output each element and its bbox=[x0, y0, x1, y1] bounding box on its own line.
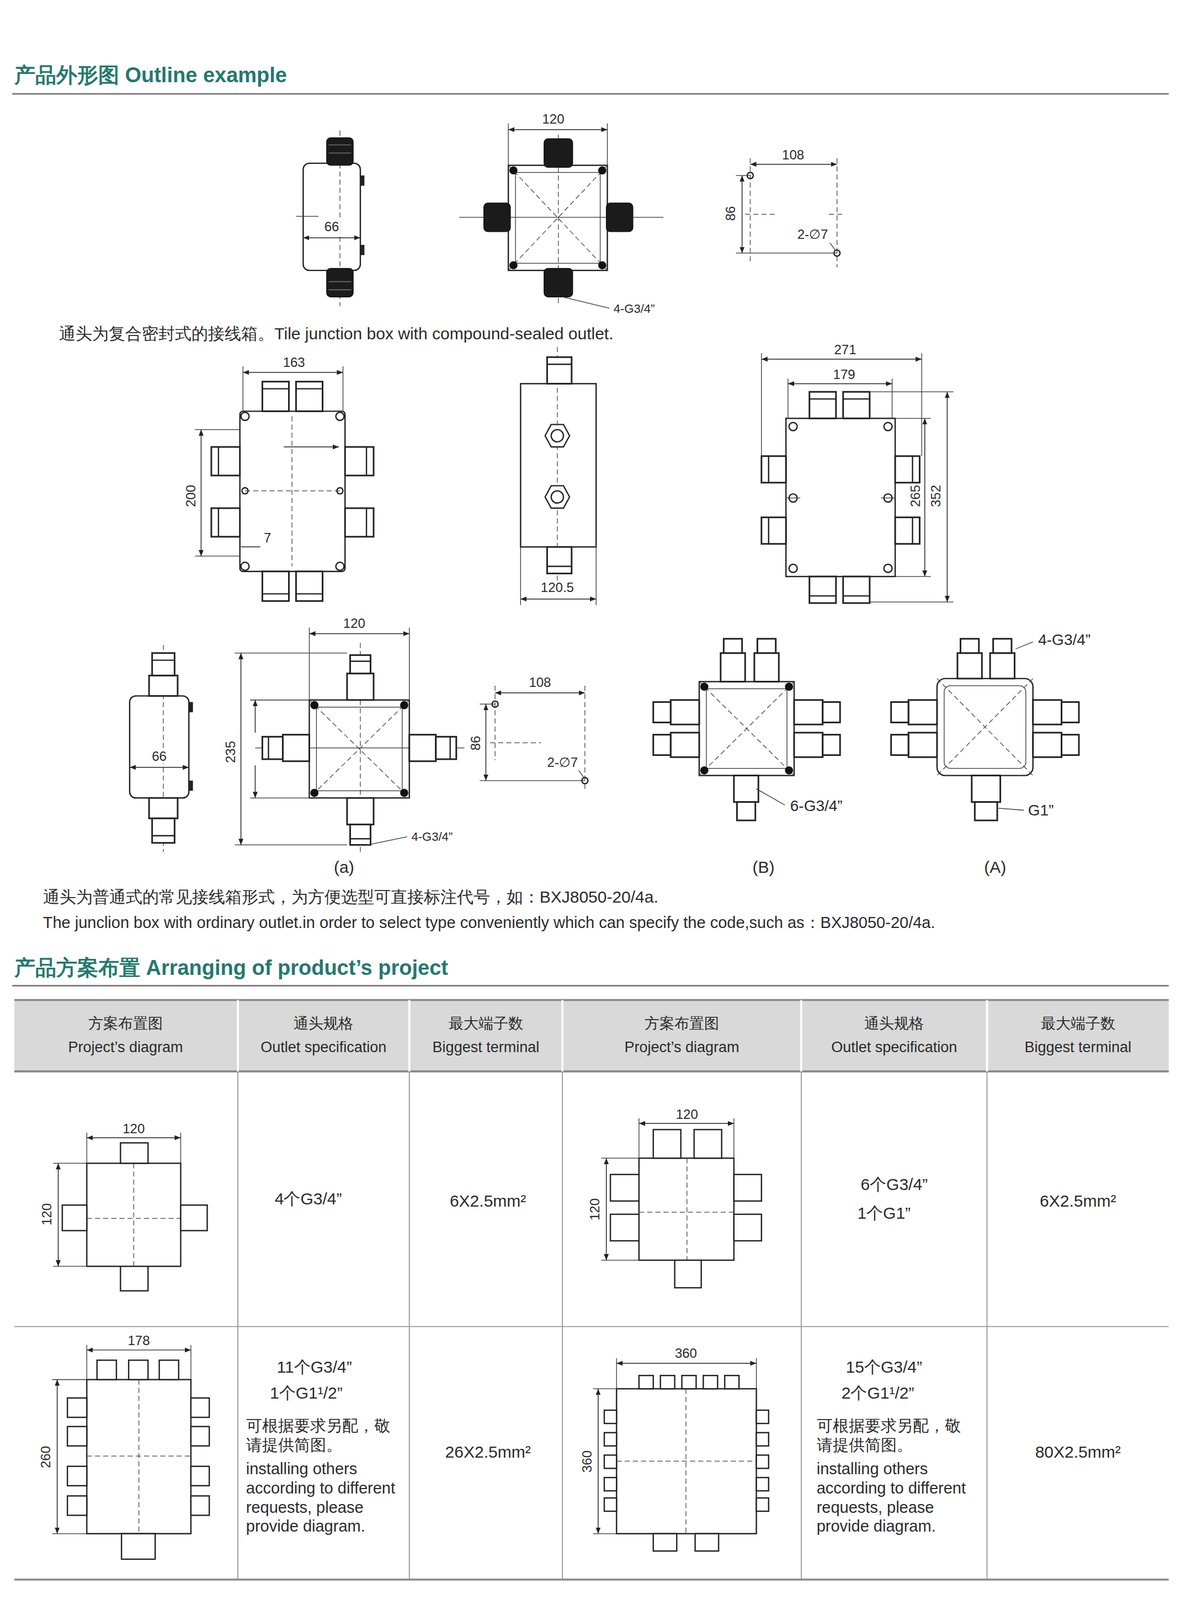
dimension-value: 120 bbox=[540, 112, 566, 127]
dimension-value: 120 bbox=[674, 1107, 700, 1122]
table-header: Project’s diagram bbox=[624, 1038, 739, 1056]
dimension-value: 260 bbox=[39, 1445, 53, 1470]
dimension-value: 179 bbox=[832, 367, 857, 382]
thread-callout: 4-G3/4” bbox=[612, 302, 657, 316]
dimension-value: 120 bbox=[121, 1121, 146, 1136]
table-cell: 4个G3/4” bbox=[274, 1189, 343, 1210]
table-header: 最大端子数 bbox=[448, 1014, 524, 1033]
dimension-value: 120 bbox=[588, 1197, 603, 1222]
table-cell: 26X2.5mm² bbox=[445, 1442, 531, 1463]
table-cell: 1个G1¹/2” bbox=[269, 1383, 343, 1404]
cell-note: 可根据要求另配，敬请提供简图。 bbox=[816, 1416, 975, 1456]
cell-note: 可根据要求另配，敬请提供简图。 bbox=[246, 1416, 404, 1456]
table-cell: 2个G1¹/2” bbox=[841, 1383, 915, 1404]
table-header: Outlet specification bbox=[260, 1038, 387, 1056]
table-cell: 15个G3/4” bbox=[846, 1357, 923, 1378]
table-header: 方案布置图 bbox=[88, 1014, 163, 1033]
dimension-value: 120 bbox=[39, 1202, 54, 1227]
dimension-value: 66 bbox=[150, 749, 168, 764]
dimension-value: 163 bbox=[282, 355, 307, 370]
dimension-value: 120 bbox=[342, 616, 367, 631]
section-heading: 产品外形图 Outline example bbox=[14, 62, 287, 89]
table-header: Biggest terminal bbox=[1024, 1038, 1132, 1056]
dimension-value: 360 bbox=[673, 1346, 699, 1361]
dimension-value: 66 bbox=[323, 219, 341, 234]
figure-label: (B) bbox=[752, 857, 775, 878]
table-header: Outlet specification bbox=[831, 1038, 957, 1056]
table-header: 方案布置图 bbox=[644, 1014, 720, 1033]
table-cell: 1个G1” bbox=[857, 1203, 911, 1224]
table-cell: 6个G3/4” bbox=[860, 1174, 928, 1195]
cell-note: installing others according to different… bbox=[816, 1459, 975, 1537]
thread-callout: 6-G3/4” bbox=[789, 798, 844, 815]
figure-label: (a) bbox=[333, 857, 355, 878]
dimension-value: 360 bbox=[580, 1449, 594, 1475]
dimension-value: 120.5 bbox=[539, 581, 576, 595]
thread-callout: 4-G3/4” bbox=[410, 830, 455, 844]
dimension-value: 271 bbox=[832, 343, 858, 358]
dimension-value: 108 bbox=[527, 676, 552, 690]
table-header: Biggest terminal bbox=[432, 1038, 540, 1056]
dimension-value: 2-∅7 bbox=[796, 227, 830, 242]
table-header: Project’s diagram bbox=[67, 1038, 183, 1056]
thread-callout: G1” bbox=[1027, 802, 1056, 819]
dimension-value: 108 bbox=[780, 148, 806, 163]
dimension-value: 86 bbox=[724, 204, 738, 222]
table-cell: 6X2.5mm² bbox=[1039, 1191, 1116, 1212]
table-cell: 11个G3/4” bbox=[277, 1357, 353, 1378]
dimension-value: 265 bbox=[908, 483, 923, 509]
dimension-value: 2-∅7 bbox=[546, 755, 580, 770]
dimension-value: 178 bbox=[126, 1334, 152, 1349]
table-cell: 6X2.5mm² bbox=[449, 1191, 526, 1212]
table-header: 最大端子数 bbox=[1040, 1014, 1116, 1033]
dimension-value: 7 bbox=[262, 530, 273, 545]
note-text: The junclion box with ordinary outlet.in… bbox=[43, 913, 936, 933]
note-text: 通头为普通式的常见接线箱形式，为方便选型可直接标注代号，如：BXJ8050-20… bbox=[43, 887, 659, 908]
section-heading: 产品方案布置 Arranging of product’s project bbox=[14, 955, 449, 982]
dimension-value: 352 bbox=[928, 483, 943, 509]
table-header: 通头规格 bbox=[293, 1014, 354, 1033]
table-header: 通头规格 bbox=[864, 1014, 924, 1033]
thread-callout: 4-G3/4” bbox=[1036, 631, 1092, 648]
dimension-value: 86 bbox=[468, 734, 483, 752]
dimension-value: 200 bbox=[183, 483, 198, 509]
figure-label: (A) bbox=[983, 857, 1007, 878]
note-text: 通头为复合密封式的接线箱。Tile junction box with comp… bbox=[59, 323, 614, 344]
cell-note: installing others according to different… bbox=[246, 1459, 404, 1537]
dimension-value: 235 bbox=[223, 740, 238, 765]
table-cell: 80X2.5mm² bbox=[1035, 1442, 1121, 1463]
